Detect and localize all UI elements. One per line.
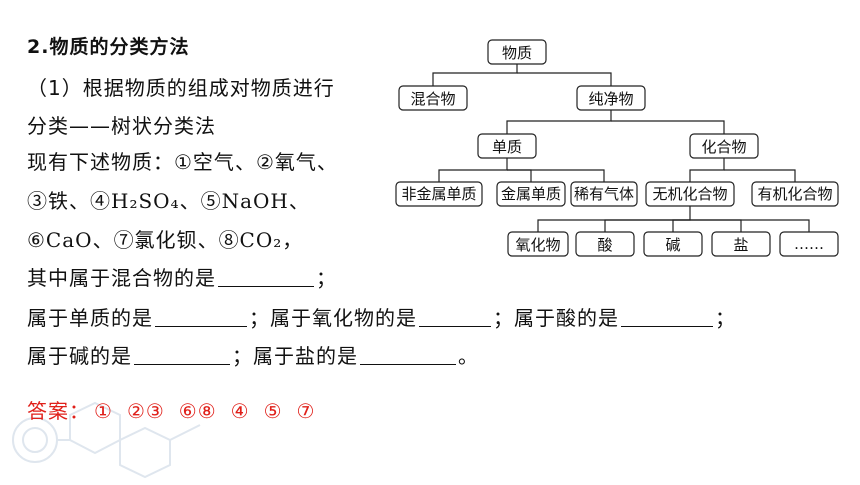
svg-text:混合物: 混合物	[410, 90, 455, 108]
substance-item: ②氧气	[255, 150, 317, 174]
question-salt-label: ；属于盐的是	[232, 344, 358, 368]
blank-oxide[interactable]	[419, 306, 491, 327]
answer-value: ②③	[126, 399, 165, 423]
punct: ；	[715, 306, 736, 330]
blank-element[interactable]	[155, 306, 247, 327]
tree-node-more: ……	[779, 231, 839, 257]
tree-node-noble-gas: 稀有气体	[570, 181, 638, 207]
substance-item: ①空气	[174, 150, 235, 174]
punct: 。	[458, 344, 479, 368]
substance-line-3: ⑥CaO、⑦氯化钡、⑧CO₂，	[27, 228, 304, 252]
svg-text:氧化物: 氧化物	[515, 236, 560, 254]
svg-text:有机化合物: 有机化合物	[757, 185, 832, 203]
punct: ；	[316, 266, 337, 290]
tree-node-root: 物质	[487, 39, 547, 65]
section-heading: 2.物质的分类方法	[27, 36, 190, 58]
substance-line-2: ③铁、④H₂SO₄、⑤NaOH、	[27, 189, 310, 213]
intro-line-2: 分类——树状分类法	[27, 114, 216, 138]
substance-item: ③铁	[27, 189, 69, 213]
intro-line-1: （1）根据物质的组成对物质进行	[27, 76, 335, 100]
tree-node-acid: 酸	[575, 231, 635, 257]
answer-value: ④	[230, 399, 250, 423]
question-element-label: 属于单质的是	[27, 306, 153, 330]
svg-text:金属单质: 金属单质	[501, 185, 561, 203]
blank-acid[interactable]	[621, 306, 713, 327]
svg-text:……: ……	[794, 235, 824, 253]
question-mixture-label: 其中属于混合物的是	[27, 266, 216, 290]
tree-node-base: 碱	[643, 231, 703, 257]
tree-node-oxide: 氧化物	[507, 231, 569, 257]
molecule-watermark	[12, 401, 201, 479]
answer-value: ⑤	[263, 399, 283, 423]
svg-text:化合物: 化合物	[701, 138, 746, 156]
svg-text:盐: 盐	[733, 236, 748, 254]
svg-text:碱: 碱	[665, 236, 680, 254]
answer-value: ①	[94, 399, 113, 423]
tree-node-metal: 金属单质	[496, 181, 566, 207]
blank-mixture[interactable]	[218, 266, 314, 287]
tree-node-pure: 纯净物	[576, 85, 646, 111]
substance-item: ⑤NaOH	[200, 189, 289, 213]
svg-text:纯净物: 纯净物	[588, 90, 633, 108]
tree-node-salt: 盐	[711, 231, 771, 257]
substance-prefix: 现有下述物质：	[27, 150, 174, 174]
tree-node-inorganic: 无机化合物	[645, 181, 735, 207]
answer-value: ⑥⑧	[178, 399, 217, 423]
substance-item: ⑥CaO	[27, 228, 93, 252]
answer-label: 答案：	[27, 399, 90, 423]
answer-value: ⑦	[296, 399, 316, 423]
question-row-3: 属于碱的是 ；属于盐的是 。	[27, 342, 479, 370]
substance-item: ⑧CO₂	[218, 228, 283, 252]
substance-item: ⑦氯化钡	[113, 228, 198, 252]
question-base-label: 属于碱的是	[27, 344, 132, 368]
question-row-2: 属于单质的是 ；属于氧化物的是 ；属于酸的是 ；	[27, 304, 736, 332]
svg-text:非金属单质: 非金属单质	[401, 185, 476, 203]
svg-text:物质: 物质	[502, 44, 532, 62]
blank-base[interactable]	[134, 344, 230, 365]
substance-line-1: 现有下述物质：①空气、②氧气、	[27, 150, 338, 174]
tree-node-mixture: 混合物	[398, 85, 468, 111]
svg-text:单质: 单质	[492, 138, 522, 156]
tree-edges	[432, 64, 810, 232]
tree-node-element: 单质	[477, 133, 537, 159]
tree-node-organic: 有机化合物	[751, 181, 839, 207]
tree-node-nonmetal: 非金属单质	[395, 181, 483, 207]
question-mixture: 其中属于混合物的是 ；	[27, 264, 337, 292]
blank-salt[interactable]	[360, 344, 456, 365]
tree-node-compound: 化合物	[689, 133, 759, 159]
svg-text:稀有气体: 稀有气体	[574, 185, 634, 203]
question-oxide-label: ；属于氧化物的是	[249, 306, 417, 330]
svg-text:酸: 酸	[597, 236, 612, 254]
svg-text:无机化合物: 无机化合物	[652, 185, 727, 203]
question-acid-label: ；属于酸的是	[493, 306, 619, 330]
substance-item: ④H₂SO₄	[90, 189, 180, 213]
